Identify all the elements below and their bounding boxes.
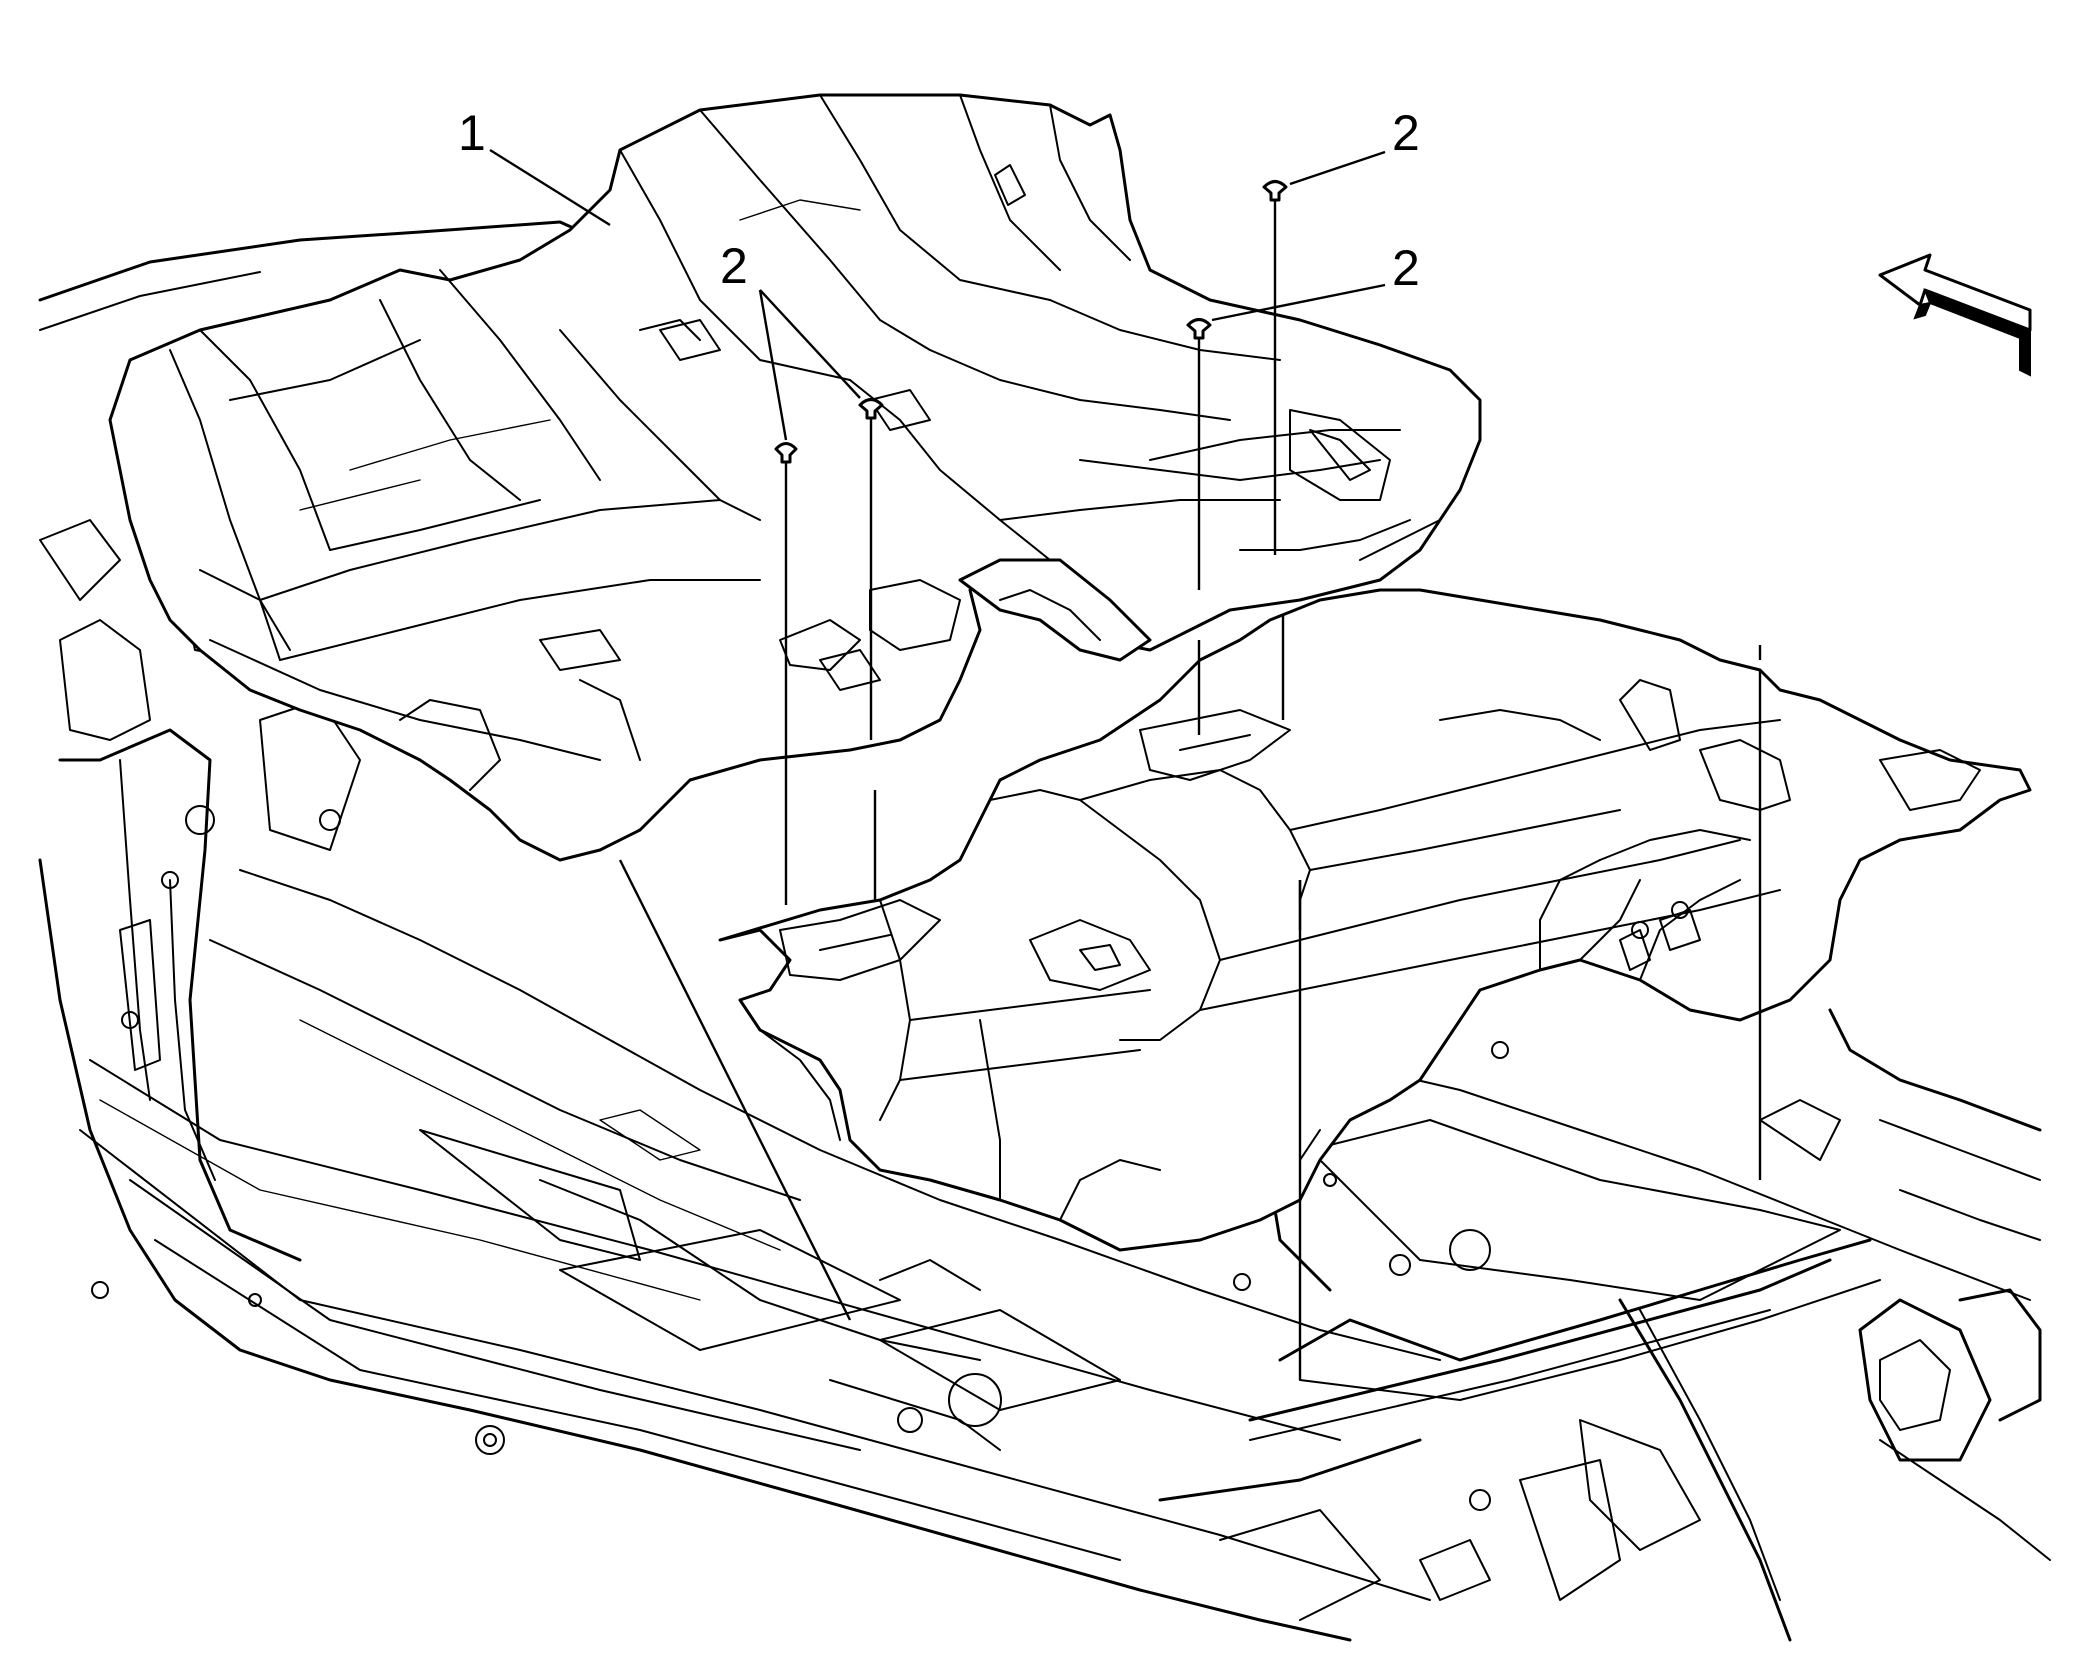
retainer-right-outer <box>1262 180 1288 555</box>
front-arrow-icon <box>1878 253 2032 377</box>
callout-label-retainer-b: 2 <box>1392 105 1420 161</box>
callout-2-left: 2 <box>720 238 861 441</box>
callout-2-right: 2 <box>1211 240 1420 322</box>
alignment-lines <box>784 615 1762 1380</box>
rear-floor-carpet <box>108 93 1482 862</box>
callout-2-top: 2 <box>1289 105 1420 186</box>
retainer-left-inner <box>858 398 884 740</box>
callout-1: 1 <box>458 105 852 1321</box>
retainer-right-inner <box>1186 318 1212 590</box>
front-floor-carpet <box>718 588 2032 1252</box>
callout-label-carpet: 1 <box>458 105 486 161</box>
callout-label-retainer-c: 2 <box>1392 240 1420 296</box>
callout-label-retainer-a: 2 <box>720 238 748 294</box>
retainer-left-outer <box>774 442 798 775</box>
